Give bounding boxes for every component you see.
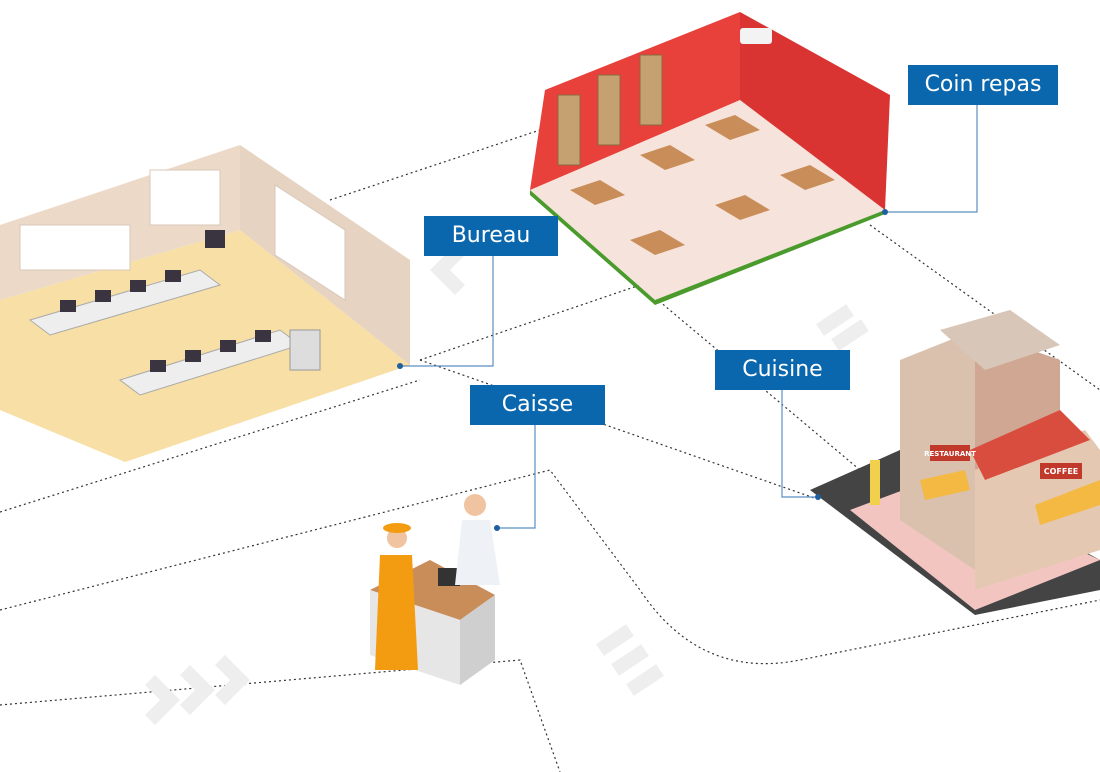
- cashier-counter-illustration: [370, 494, 500, 685]
- dining-room-illustration: [530, 12, 890, 305]
- direction-chevrons: [145, 245, 869, 725]
- label-checkout: Caisse: [470, 385, 605, 425]
- dotted-paths: [0, 129, 1100, 772]
- restaurant-building-illustration: RESTAURANT COFFEE: [810, 310, 1100, 615]
- label-kitchen: Cuisine: [715, 350, 850, 390]
- office-room-illustration: [0, 145, 410, 462]
- connector-dots: [397, 209, 888, 531]
- label-dining-area: Coin repas: [908, 65, 1058, 105]
- coffee-sign: COFFEE: [1044, 467, 1079, 476]
- restaurant-sign: RESTAURANT: [924, 450, 976, 458]
- label-office: Bureau: [424, 216, 558, 256]
- label-connectors: [400, 105, 978, 529]
